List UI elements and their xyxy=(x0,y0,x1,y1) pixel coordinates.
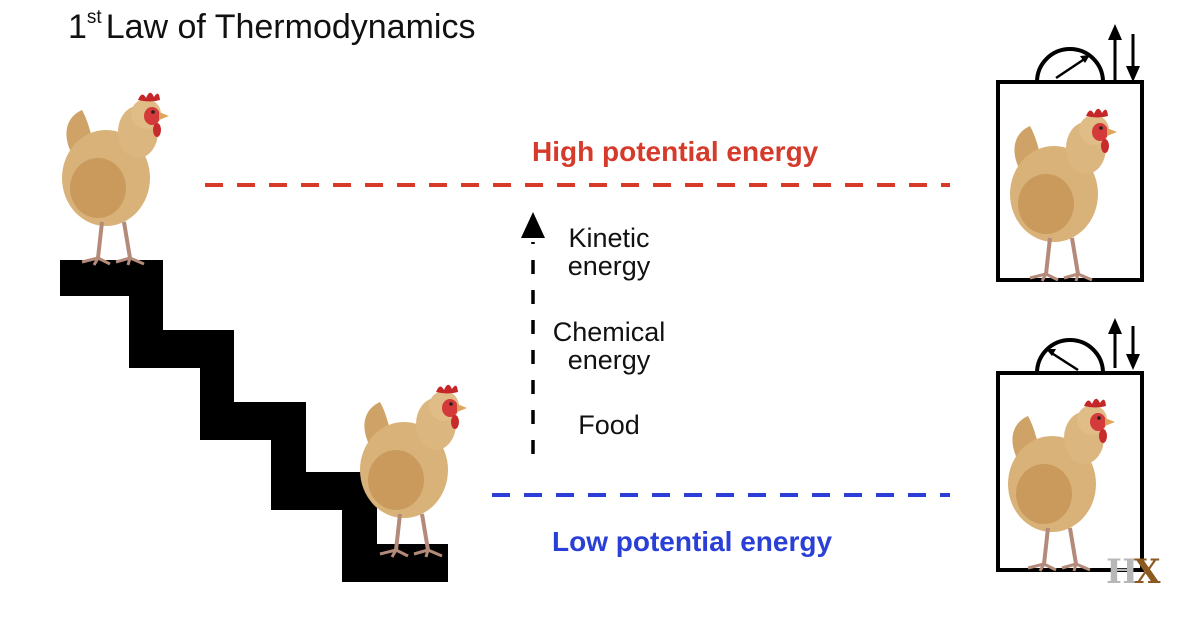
up-arrow-icon xyxy=(1108,24,1122,40)
chemical-energy-label: Chemical energy xyxy=(552,317,666,375)
scale-box-low xyxy=(996,338,1144,573)
low-potential-energy-label: Low potential energy xyxy=(552,526,833,557)
hx-logo: HX xyxy=(1106,552,1161,592)
up-arrow-icon xyxy=(521,212,545,238)
staircase-icon xyxy=(60,260,448,582)
scale-gauge-icon xyxy=(1035,338,1105,374)
high-potential-energy-label: High potential energy xyxy=(532,136,819,167)
scale-box-high xyxy=(996,47,1144,283)
down-arrow-icon xyxy=(1126,354,1140,370)
down-arrow-icon xyxy=(1126,66,1140,82)
scale-gauge-icon xyxy=(1035,47,1105,83)
kinetic-energy-label: Kinetic energy xyxy=(567,223,651,281)
up-arrow-icon xyxy=(1108,318,1122,334)
food-label: Food xyxy=(578,410,640,440)
hen-icon xyxy=(60,90,171,267)
title-superscript: st xyxy=(86,7,102,28)
